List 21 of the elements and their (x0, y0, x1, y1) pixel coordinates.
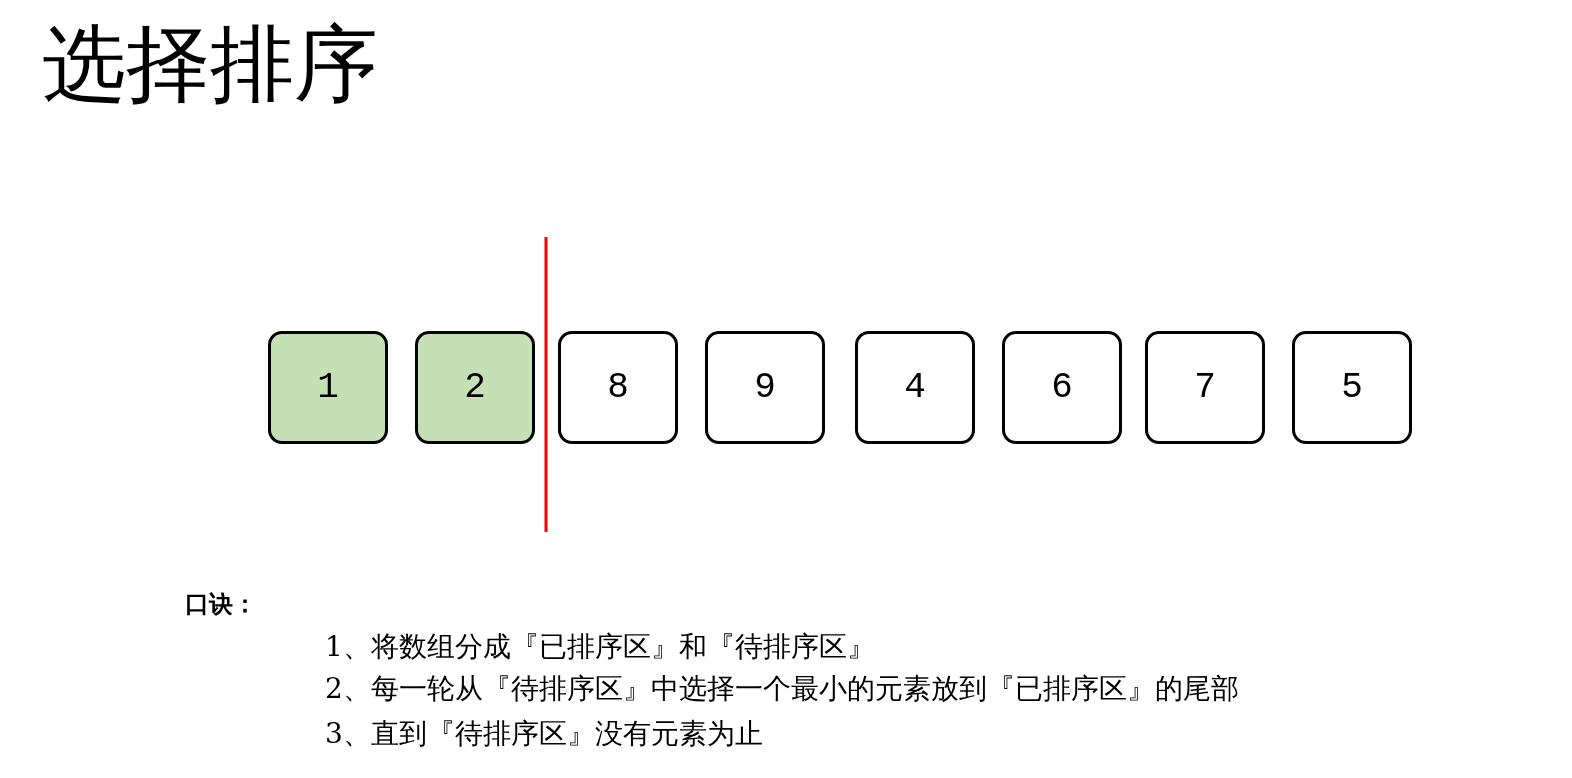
rule-text: 2、每一轮从『待排序区』中选择一个最小的元素放到『已排序区』的尾部 (325, 672, 1239, 706)
cell-value: 2 (464, 367, 486, 408)
heading-label: 口诀： (185, 590, 257, 619)
cell-value: 7 (1194, 367, 1216, 408)
cell-value: 9 (754, 367, 776, 408)
rule-text: 3、直到『待排序区』没有元素为止 (325, 717, 763, 751)
array-cell (855, 331, 975, 444)
array-cell (1292, 331, 1412, 444)
cell-value: 6 (1051, 367, 1073, 408)
array-cell (1145, 331, 1265, 444)
cell-value: 8 (607, 367, 629, 408)
array-cell (558, 331, 678, 444)
array-cell (705, 331, 825, 444)
cell-value: 4 (904, 367, 926, 408)
array-cell (268, 331, 388, 444)
cell-value: 5 (1341, 367, 1363, 408)
title: 选择排序 (42, 18, 378, 111)
rule-text: 1、将数组分成『已排序区』和『待排序区』 (325, 630, 875, 664)
array-cell (415, 331, 535, 444)
cell-value: 1 (317, 367, 339, 408)
array-cell (1002, 331, 1122, 444)
